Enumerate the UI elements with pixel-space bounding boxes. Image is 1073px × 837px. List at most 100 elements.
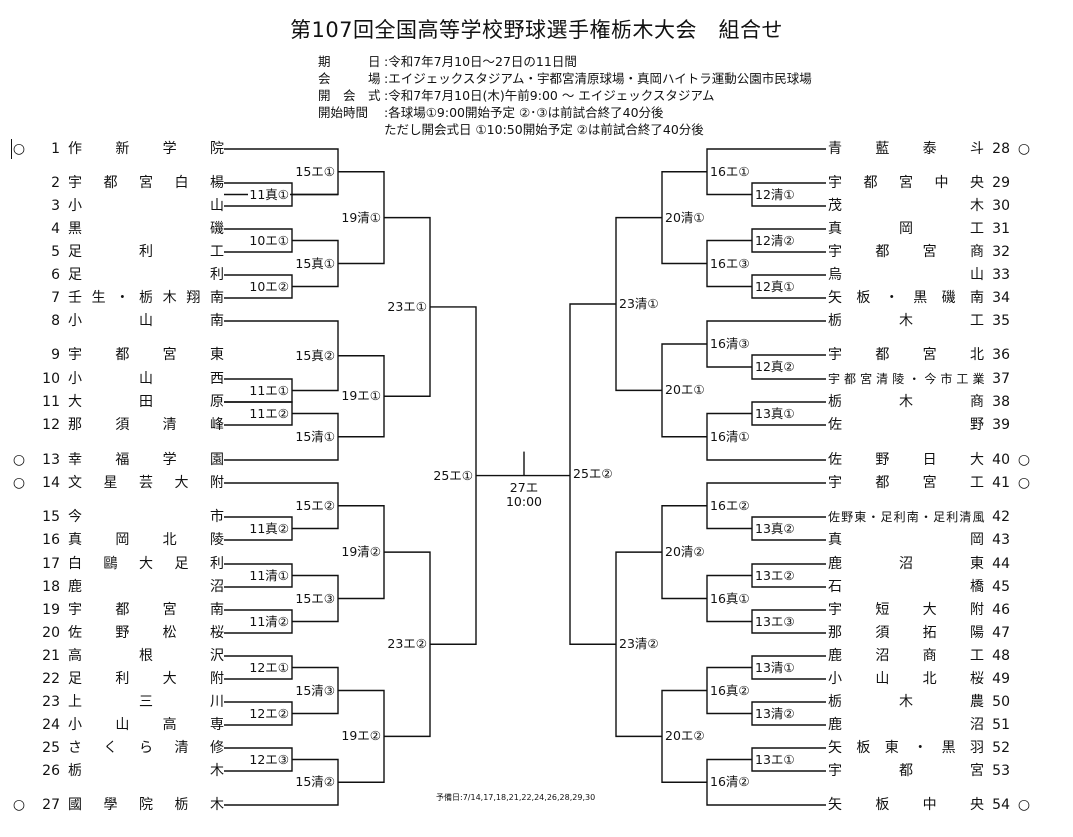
game-label: 13エ①	[754, 751, 796, 767]
game-label: 16エ①	[709, 163, 751, 179]
seed-circle: ○	[1017, 797, 1031, 813]
game-label: 13清①	[754, 659, 796, 675]
team-name: 幸福学園	[68, 452, 224, 468]
final-label: 27エ	[509, 480, 539, 495]
team-name: 那須拓陽	[828, 625, 984, 641]
team-number: 31	[992, 221, 1010, 237]
info-row: 会 場:エイジェックスタジアム・宇都宮清原球場・真岡ハイトラ運動公園市民球場	[318, 70, 812, 87]
team-number: 10	[42, 371, 60, 387]
team-number: 50	[992, 694, 1010, 710]
team-name: 宇短大附	[828, 602, 984, 618]
team-number: 23	[42, 694, 60, 710]
team-number: 24	[42, 717, 60, 733]
game-label: 20エ①	[664, 382, 706, 398]
game-label: 13真①	[754, 405, 796, 421]
bracket-line	[569, 303, 616, 645]
left-team-row: 25 さくら清修	[0, 737, 230, 759]
team-name: 宇都宮中央	[828, 175, 984, 191]
team-number: 19	[42, 602, 60, 618]
team-number: 47	[992, 625, 1010, 641]
game-label: 16清②	[709, 774, 751, 790]
team-name: 真岡工	[828, 221, 984, 237]
team-number: 40	[992, 452, 1010, 468]
team-name: 宇都宮清陵・今市工業	[828, 372, 985, 386]
team-name: 高根沢	[68, 648, 224, 664]
team-name: 足利	[68, 267, 224, 283]
team-name: 小山南	[68, 313, 224, 329]
game-label: 12エ③	[248, 751, 290, 767]
game-label: 16エ②	[709, 497, 751, 513]
team-number: 6	[51, 267, 60, 283]
game-label: 11清②	[248, 613, 290, 629]
left-team-row: 21 高根沢	[0, 645, 230, 667]
team-number: 41	[992, 475, 1010, 491]
team-number: 43	[992, 532, 1010, 548]
game-label: 13エ③	[754, 613, 796, 629]
team-number: 17	[42, 556, 60, 572]
team-number: 12	[42, 417, 60, 433]
game-label: 13真②	[754, 520, 796, 536]
team-name: 石橋	[828, 579, 984, 595]
team-name: さくら清修	[68, 740, 224, 756]
team-number: 21	[42, 648, 60, 664]
info-value: :令和7年7月10日～27日の11日間	[384, 54, 577, 69]
team-number: 16	[42, 532, 60, 548]
team-name: 作新学院	[68, 141, 224, 157]
game-label: 16エ③	[709, 255, 751, 271]
team-number: 32	[992, 244, 1010, 260]
seed-circle: ○	[1017, 141, 1031, 157]
seed-circle: ○	[12, 141, 26, 157]
game-label: 15エ③	[294, 590, 336, 606]
team-name: 烏山	[828, 267, 984, 283]
team-name: 足利大附	[68, 671, 224, 687]
game-label: 20清①	[664, 209, 706, 225]
team-number: 5	[51, 244, 60, 260]
game-label: 11エ①	[248, 382, 290, 398]
team-number: 34	[992, 290, 1010, 306]
left-team-row: 6 足利	[0, 264, 230, 286]
game-label: 11清①	[248, 567, 290, 583]
game-label: 19エ②	[340, 728, 382, 744]
game-label: 12清①	[754, 186, 796, 202]
team-number: 3	[51, 198, 60, 214]
team-number: 53	[992, 763, 1010, 779]
game-label: 11真①	[248, 186, 290, 202]
team-number: 15	[42, 509, 60, 525]
team-name: 栃木農	[828, 694, 984, 710]
final-time: 10:00	[505, 494, 543, 509]
team-number: 4	[51, 221, 60, 237]
game-label: 23清①	[618, 296, 660, 311]
team-number: 29	[992, 175, 1010, 191]
right-team-row: 47 那須拓陽	[820, 622, 1070, 644]
game-label: 19清②	[340, 544, 382, 560]
game-label: 11真②	[248, 520, 290, 536]
team-name: 小山高専	[68, 717, 224, 733]
game-label: 12清②	[754, 232, 796, 248]
team-name: 小山	[68, 198, 224, 214]
team-number: 48	[992, 648, 1010, 664]
team-number: 25	[42, 740, 60, 756]
team-number: 42	[992, 509, 1010, 525]
team-name: 宇都宮北	[828, 347, 984, 363]
team-name: 那須清峰	[68, 417, 224, 433]
game-label: 23エ①	[386, 298, 428, 314]
